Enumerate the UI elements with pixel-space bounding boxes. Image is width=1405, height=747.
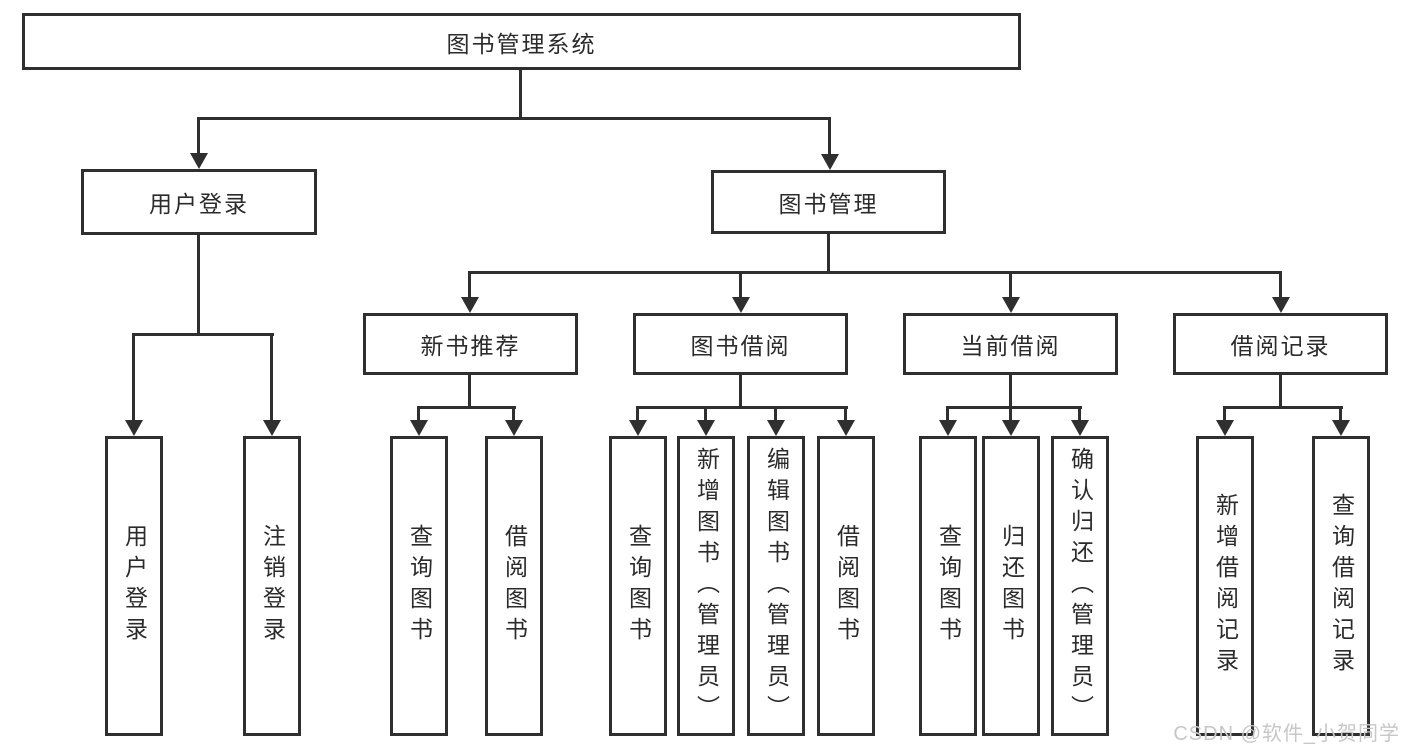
edge-records-split xyxy=(1223,406,1343,409)
edge-stub xyxy=(1223,406,1226,422)
edge-stub xyxy=(844,406,847,422)
arrow-down-icon xyxy=(410,420,428,436)
node-add-borrow-record: 新增借阅记录 xyxy=(1196,436,1254,736)
arrow-down-icon xyxy=(939,420,957,436)
node-book-management: 图书管理 xyxy=(711,170,946,234)
arrow-down-icon xyxy=(505,420,523,436)
edge-stub xyxy=(704,406,707,422)
edge-drop-book-management xyxy=(828,117,831,156)
node-query-books-recommend: 查询图书 xyxy=(390,436,448,736)
edge-root-stem xyxy=(519,69,522,119)
arrow-down-icon xyxy=(837,420,855,436)
arrow-down-icon xyxy=(767,420,785,436)
arrow-down-icon xyxy=(125,420,143,436)
edge-user-login-stem xyxy=(197,234,200,336)
node-borrow-books-recommend: 借阅图书 xyxy=(485,436,543,736)
arrow-down-icon xyxy=(697,420,715,436)
node-current-borrowing: 当前借阅 xyxy=(903,313,1118,375)
edge-drop-leaf-logout xyxy=(270,333,273,422)
edge-stub xyxy=(1339,406,1342,422)
arrow-down-icon xyxy=(732,297,750,313)
node-leaf-user-login: 用户登录 xyxy=(105,436,163,736)
edge-drop-book-borrowing xyxy=(739,271,742,299)
arrow-down-icon xyxy=(1002,297,1020,313)
edge-drop-leaf-user-login xyxy=(132,333,135,422)
edge-root-split xyxy=(197,117,831,120)
arrow-down-icon xyxy=(1071,420,1089,436)
edge-borrowing-split xyxy=(636,406,848,409)
node-new-book-recommend: 新书推荐 xyxy=(363,313,578,375)
arrow-down-icon xyxy=(263,420,281,436)
node-query-books-borrowing: 查询图书 xyxy=(609,436,667,736)
edge-recommend-stem xyxy=(468,373,471,409)
edge-current-stem xyxy=(1009,373,1012,409)
edge-stub xyxy=(946,406,949,422)
edge-stub xyxy=(774,406,777,422)
edge-drop-new-book-recommend xyxy=(468,271,471,299)
node-query-books-current: 查询图书 xyxy=(919,436,977,736)
arrow-down-icon xyxy=(1216,420,1234,436)
node-edit-book-admin: 编辑图书（管理员） xyxy=(747,436,805,736)
node-add-book-admin: 新增图书（管理员） xyxy=(677,436,735,736)
edge-level3-split xyxy=(468,271,1282,274)
edge-drop-user-login xyxy=(197,117,200,155)
node-borrowing-records: 借阅记录 xyxy=(1173,313,1388,375)
arrow-down-icon xyxy=(629,420,647,436)
edge-stub xyxy=(512,406,515,422)
edge-stub xyxy=(1009,406,1012,422)
edge-current-split xyxy=(946,406,1082,409)
node-book-management-system: 图书管理系统 xyxy=(22,13,1021,70)
arrow-down-icon xyxy=(190,153,208,169)
node-query-borrow-record: 查询借阅记录 xyxy=(1312,436,1370,736)
node-return-book: 归还图书 xyxy=(982,436,1040,736)
edge-stub xyxy=(636,406,639,422)
arrow-down-icon xyxy=(1002,420,1020,436)
arrow-down-icon xyxy=(461,297,479,313)
watermark: CSDN @软件_小贺同学 xyxy=(1173,723,1400,745)
arrow-down-icon xyxy=(1272,297,1290,313)
edge-user-login-split xyxy=(132,333,274,336)
node-book-borrowing: 图书借阅 xyxy=(633,313,848,375)
edge-borrowing-stem xyxy=(739,373,742,409)
node-borrow-books-borrowing: 借阅图书 xyxy=(817,436,875,736)
edge-stub xyxy=(417,406,420,422)
edge-recommend-split xyxy=(417,406,516,409)
edge-book-management-stem xyxy=(827,233,830,274)
edge-stub xyxy=(1078,406,1081,422)
edge-drop-current-borrowing xyxy=(1009,271,1012,299)
arrow-down-icon xyxy=(1332,420,1350,436)
node-user-login: 用户登录 xyxy=(81,169,317,235)
arrow-down-icon xyxy=(821,154,839,170)
edge-records-stem xyxy=(1279,373,1282,409)
edge-drop-borrowing-records xyxy=(1279,271,1282,299)
node-leaf-logout: 注销登录 xyxy=(243,436,301,736)
node-confirm-return-admin: 确认归还（管理员） xyxy=(1051,436,1109,736)
